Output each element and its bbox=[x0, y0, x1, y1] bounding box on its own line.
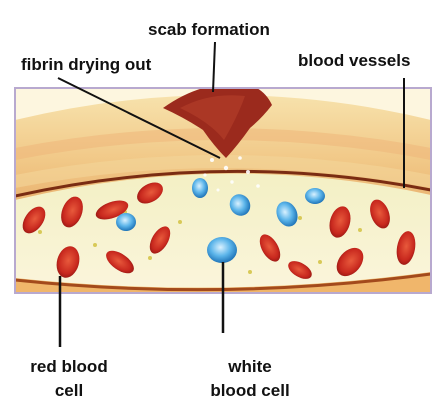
white-blood-cell-label-line1: white bbox=[190, 355, 310, 379]
white-blood-cell bbox=[192, 178, 208, 198]
red-blood-cell-label-line2: cell bbox=[10, 379, 128, 403]
white-blood-cell-label: white blood cell bbox=[190, 355, 310, 403]
scab-leader-line bbox=[213, 42, 215, 92]
blood-vessels-label: blood vessels bbox=[298, 51, 410, 71]
white-blood-cell bbox=[305, 188, 325, 204]
white-blood-cell bbox=[116, 213, 136, 231]
fibrin-drying-out-label: fibrin drying out bbox=[21, 55, 151, 75]
scab-formation-label: scab formation bbox=[148, 20, 270, 40]
red-blood-cell-label: red blood cell bbox=[10, 355, 128, 403]
white-blood-cell bbox=[207, 237, 237, 263]
red-blood-cell-label-line1: red blood bbox=[10, 355, 128, 379]
white-blood-cell-label-line2: blood cell bbox=[190, 379, 310, 403]
